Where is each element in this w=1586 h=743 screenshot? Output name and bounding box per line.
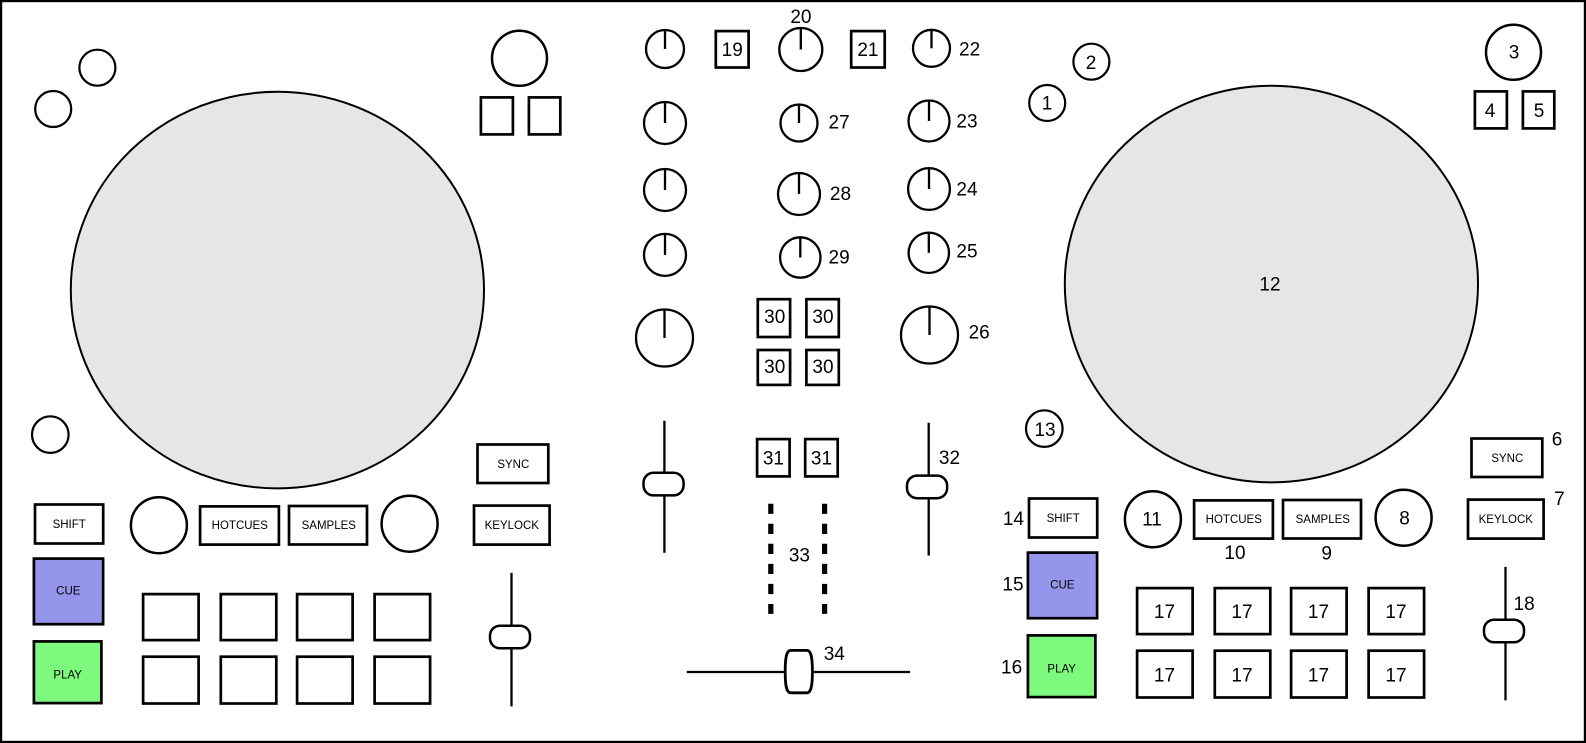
svg-text:12: 12 <box>1259 275 1280 296</box>
svg-text:17: 17 <box>1154 602 1175 623</box>
svg-text:30: 30 <box>812 357 833 378</box>
svg-text:20: 20 <box>790 7 811 28</box>
svg-text:26: 26 <box>969 323 990 344</box>
svg-text:2: 2 <box>1086 53 1097 74</box>
svg-text:23: 23 <box>956 112 977 133</box>
svg-text:7: 7 <box>1554 489 1565 510</box>
svg-text:32: 32 <box>939 448 960 469</box>
svg-text:31: 31 <box>811 448 832 469</box>
svg-text:13: 13 <box>1034 420 1055 441</box>
svg-text:30: 30 <box>764 307 785 328</box>
svg-text:28: 28 <box>830 184 851 205</box>
svg-text:8: 8 <box>1399 508 1410 529</box>
svg-text:15: 15 <box>1002 575 1023 596</box>
svg-text:21: 21 <box>857 40 878 61</box>
svg-text:11: 11 <box>1142 510 1162 531</box>
svg-text:17: 17 <box>1385 602 1406 623</box>
svg-text:27: 27 <box>829 113 850 134</box>
svg-text:14: 14 <box>1003 509 1025 530</box>
svg-text:30: 30 <box>764 357 785 378</box>
svg-text:18: 18 <box>1514 594 1535 615</box>
svg-text:24: 24 <box>956 180 978 201</box>
svg-text:6: 6 <box>1552 429 1563 450</box>
svg-text:31: 31 <box>763 448 784 469</box>
svg-text:5: 5 <box>1534 101 1545 122</box>
svg-text:19: 19 <box>722 40 743 61</box>
svg-text:17: 17 <box>1154 666 1175 687</box>
svg-text:17: 17 <box>1231 602 1252 623</box>
svg-text:33: 33 <box>789 546 810 567</box>
svg-text:17: 17 <box>1308 602 1329 623</box>
svg-text:3: 3 <box>1509 43 1520 64</box>
svg-text:1: 1 <box>1042 94 1053 115</box>
svg-text:29: 29 <box>829 248 850 269</box>
svg-text:4: 4 <box>1485 101 1496 122</box>
svg-text:16: 16 <box>1001 657 1022 678</box>
svg-text:10: 10 <box>1224 543 1245 564</box>
svg-text:9: 9 <box>1321 543 1332 564</box>
svg-text:17: 17 <box>1308 666 1329 687</box>
svg-text:17: 17 <box>1231 666 1252 687</box>
svg-text:17: 17 <box>1385 666 1406 687</box>
svg-text:30: 30 <box>812 307 833 328</box>
svg-text:25: 25 <box>956 242 977 263</box>
svg-text:22: 22 <box>959 40 980 61</box>
svg-text:34: 34 <box>824 644 846 665</box>
